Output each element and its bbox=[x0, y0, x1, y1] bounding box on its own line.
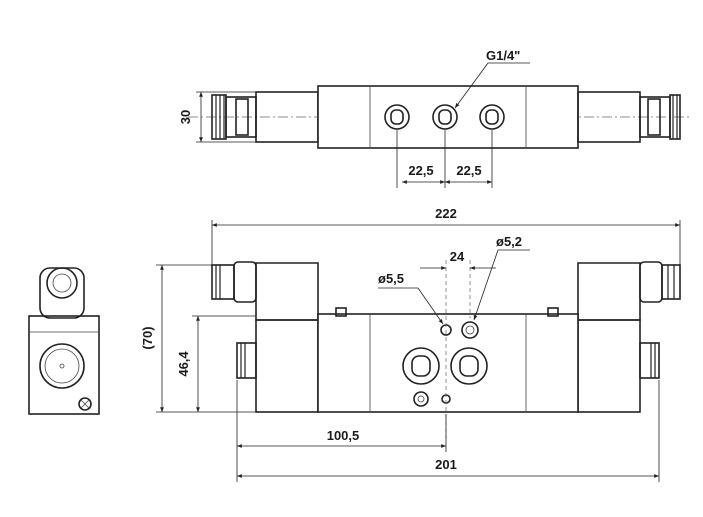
front-valve-body bbox=[317, 313, 579, 413]
top-valve-body bbox=[317, 85, 579, 149]
top-port-right bbox=[479, 104, 505, 130]
left-coil bbox=[255, 262, 319, 321]
thread-callout: G1/4" bbox=[454, 48, 530, 109]
dim-70: (70) bbox=[140, 264, 318, 413]
front-port-left bbox=[402, 347, 440, 385]
dim-top-height: 30 bbox=[178, 91, 256, 143]
label-d52: ø5,2 bbox=[496, 234, 522, 249]
label-46-4: 46,4 bbox=[176, 351, 191, 377]
thread-label: G1/4" bbox=[486, 48, 520, 63]
dim-46-4: 46,4 bbox=[176, 315, 256, 412]
pitch-right-label: 22,5 bbox=[456, 163, 481, 178]
dim-port-pitch: 22,5 22,5 bbox=[396, 130, 493, 188]
dim-d55: ø5,5 bbox=[378, 271, 444, 325]
pitch-left-label: 22,5 bbox=[408, 163, 433, 178]
top-port-left bbox=[384, 104, 410, 130]
hole-large bbox=[461, 321, 479, 339]
top-port-center bbox=[432, 104, 458, 130]
left-manual-override bbox=[236, 342, 257, 379]
top-right-connector bbox=[577, 91, 681, 143]
label-70: (70) bbox=[140, 326, 155, 349]
right-plug bbox=[639, 261, 681, 303]
side-view bbox=[28, 267, 100, 415]
dim-100-5: 100,5 bbox=[236, 380, 447, 482]
front-view bbox=[211, 260, 681, 440]
label-201: 201 bbox=[435, 457, 457, 472]
front-port-right bbox=[450, 347, 488, 385]
label-222: 222 bbox=[435, 206, 457, 221]
top-height-label: 30 bbox=[178, 110, 193, 124]
label-100-5: 100,5 bbox=[327, 428, 360, 443]
label-24: 24 bbox=[450, 249, 465, 264]
top-view: G1/4" 30 22,5 22,5 bbox=[178, 48, 690, 188]
dim-24: 24 bbox=[420, 249, 496, 270]
label-d55: ø5,5 bbox=[378, 271, 404, 286]
dim-201: 201 bbox=[236, 380, 660, 482]
dim-222: 222 bbox=[211, 206, 681, 265]
dim-d52: ø5,2 bbox=[473, 234, 530, 321]
right-coil bbox=[577, 262, 641, 321]
right-manual-override bbox=[639, 342, 660, 379]
left-plug bbox=[211, 261, 257, 303]
